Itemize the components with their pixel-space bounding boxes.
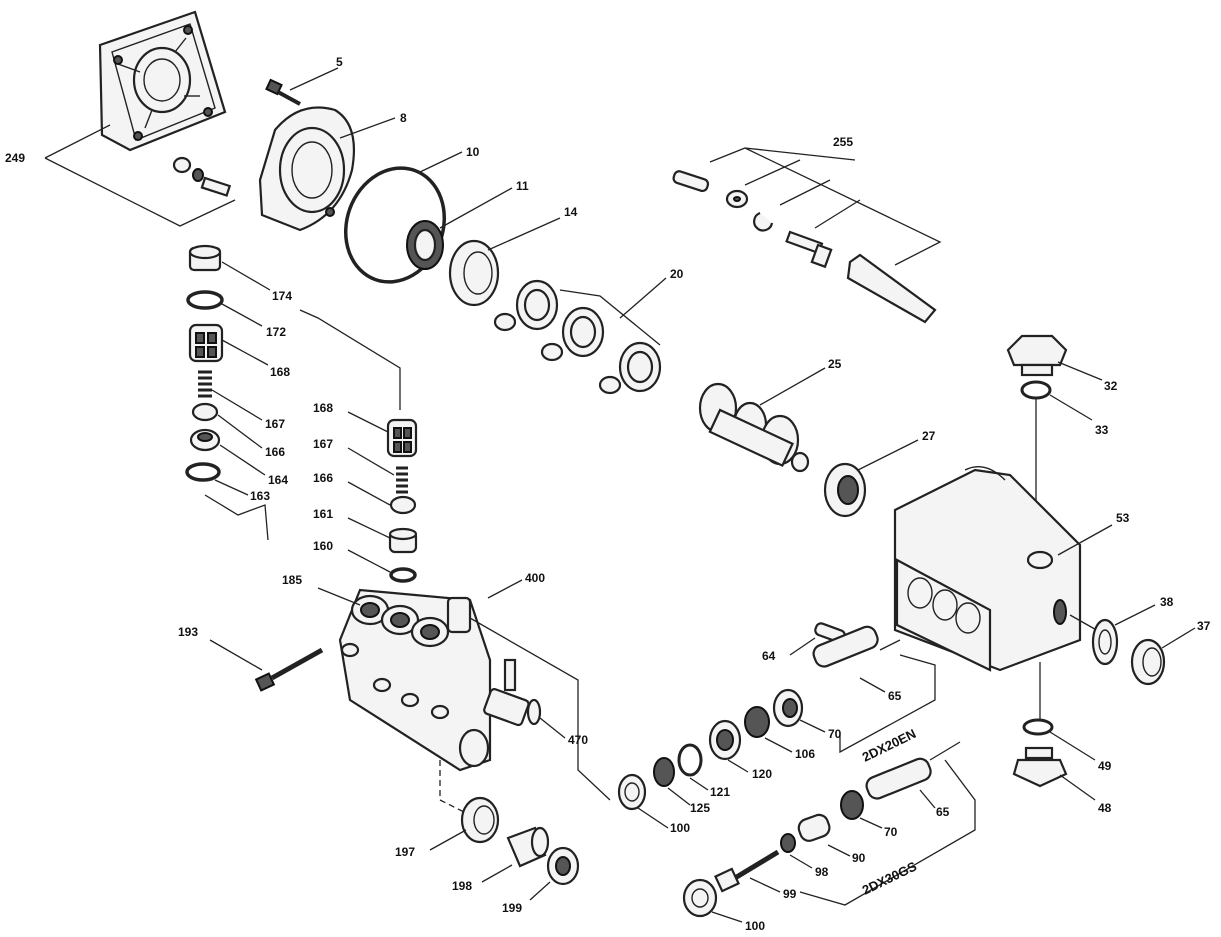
part-label-p11: 11 (516, 179, 529, 193)
part-label-p199: 199 (502, 901, 522, 915)
part-label-p166b: 166 (313, 471, 333, 485)
screw-5 (265, 67, 339, 106)
part-label-p64: 64 (762, 649, 776, 663)
part-label-p100b: 100 (745, 919, 765, 933)
part-label-p98: 98 (815, 865, 829, 879)
crankcase-53 (893, 466, 1113, 720)
part-label-p164: 164 (268, 473, 288, 487)
group-label-2dx30gs: 2DX30GS (860, 858, 919, 897)
part-label-p174: 174 (272, 289, 292, 303)
connecting-rods-20 (493, 277, 667, 395)
part-label-p49: 49 (1098, 759, 1112, 773)
oring-49 (1022, 718, 1096, 761)
cover-plate-249 (44, 10, 236, 227)
plug-174 (188, 244, 271, 291)
part-label-p5: 5 (336, 55, 343, 69)
part-label-p90: 90 (852, 851, 866, 865)
bearing-14 (448, 217, 561, 307)
part-label-p125: 125 (690, 801, 710, 815)
part-label-p99: 99 (783, 887, 797, 901)
seat-164 (189, 428, 266, 476)
part-label-p53: 53 (1116, 511, 1130, 525)
nut-197 (429, 796, 500, 851)
part-label-p25: 25 (828, 357, 842, 371)
part-label-p172: 172 (266, 325, 286, 339)
drain-plug-48 (1012, 746, 1096, 801)
part-label-p185: 185 (282, 573, 302, 587)
bolt-193 (209, 639, 324, 692)
part-label-p120: 120 (752, 767, 772, 781)
part-label-p100a: 100 (670, 821, 690, 835)
part-label-p37: 37 (1197, 619, 1211, 633)
part-label-p163: 163 (250, 489, 270, 503)
manifold-185 (317, 579, 611, 816)
cap-199 (529, 846, 580, 901)
cage-168-right (347, 411, 418, 458)
cage-168-left (188, 323, 269, 366)
part-label-p48: 48 (1098, 801, 1112, 815)
part-label-p470: 470 (568, 733, 588, 747)
group-2dx20en (617, 622, 936, 829)
spring-167-right (347, 447, 408, 494)
part-label-p160: 160 (313, 539, 333, 553)
part-label-p166a: 166 (265, 445, 285, 459)
kit-255 (672, 147, 942, 324)
part-label-p10: 10 (466, 145, 480, 159)
valve-166-left (191, 402, 263, 449)
part-label-p167a: 167 (265, 417, 285, 431)
part-label-p27: 27 (922, 429, 936, 443)
valve-166-right (347, 481, 417, 515)
seat-161 (347, 517, 418, 554)
part-label-p70b: 70 (884, 825, 898, 839)
part-label-p193: 193 (178, 625, 198, 639)
part-label-p400: 400 (525, 571, 545, 585)
part-label-p198: 198 (452, 879, 472, 893)
part-label-p65b: 65 (936, 805, 950, 819)
part-labels: 249 5 8 10 11 14 20 25 27 255 32 33 53 38 37 49 48 174 172… (5, 55, 1211, 933)
bearing-27 (823, 439, 919, 518)
group-label-2dx20en: 2DX20EN (860, 726, 919, 765)
part-label-p197: 197 (395, 845, 415, 859)
oil-cap-32 (1006, 334, 1103, 381)
part-label-p249: 249 (5, 151, 25, 165)
part-label-p161: 161 (313, 507, 333, 521)
crankshaft-25 (698, 367, 826, 473)
oring-172 (186, 290, 263, 327)
part-label-p168b: 168 (313, 401, 333, 415)
part-label-p167b: 167 (313, 437, 333, 451)
part-label-p32: 32 (1104, 379, 1118, 393)
fitting-470 (483, 658, 566, 739)
part-label-p168a: 168 (270, 365, 290, 379)
oring-163 (185, 462, 269, 541)
part-label-p70a: 70 (828, 727, 842, 741)
part-label-p65a: 65 (888, 689, 902, 703)
plug-37 (1130, 627, 1196, 686)
filter-198 (481, 826, 550, 883)
part-label-p38: 38 (1160, 595, 1174, 609)
part-label-p33: 33 (1095, 423, 1109, 437)
part-label-p8: 8 (400, 111, 407, 125)
group-2dx30gs (682, 741, 976, 923)
seal-38 (1091, 604, 1156, 666)
bearing-cover-8 (258, 106, 396, 232)
part-label-p255: 255 (833, 135, 853, 149)
spring-167-left (198, 370, 263, 421)
part-label-p106: 106 (795, 747, 815, 761)
seal-11 (406, 187, 513, 270)
part-label-p121: 121 (710, 785, 730, 799)
bracket-left-stack (299, 309, 401, 410)
part-label-p14: 14 (564, 205, 578, 219)
part-label-p20: 20 (670, 267, 684, 281)
oring-160 (347, 549, 417, 583)
